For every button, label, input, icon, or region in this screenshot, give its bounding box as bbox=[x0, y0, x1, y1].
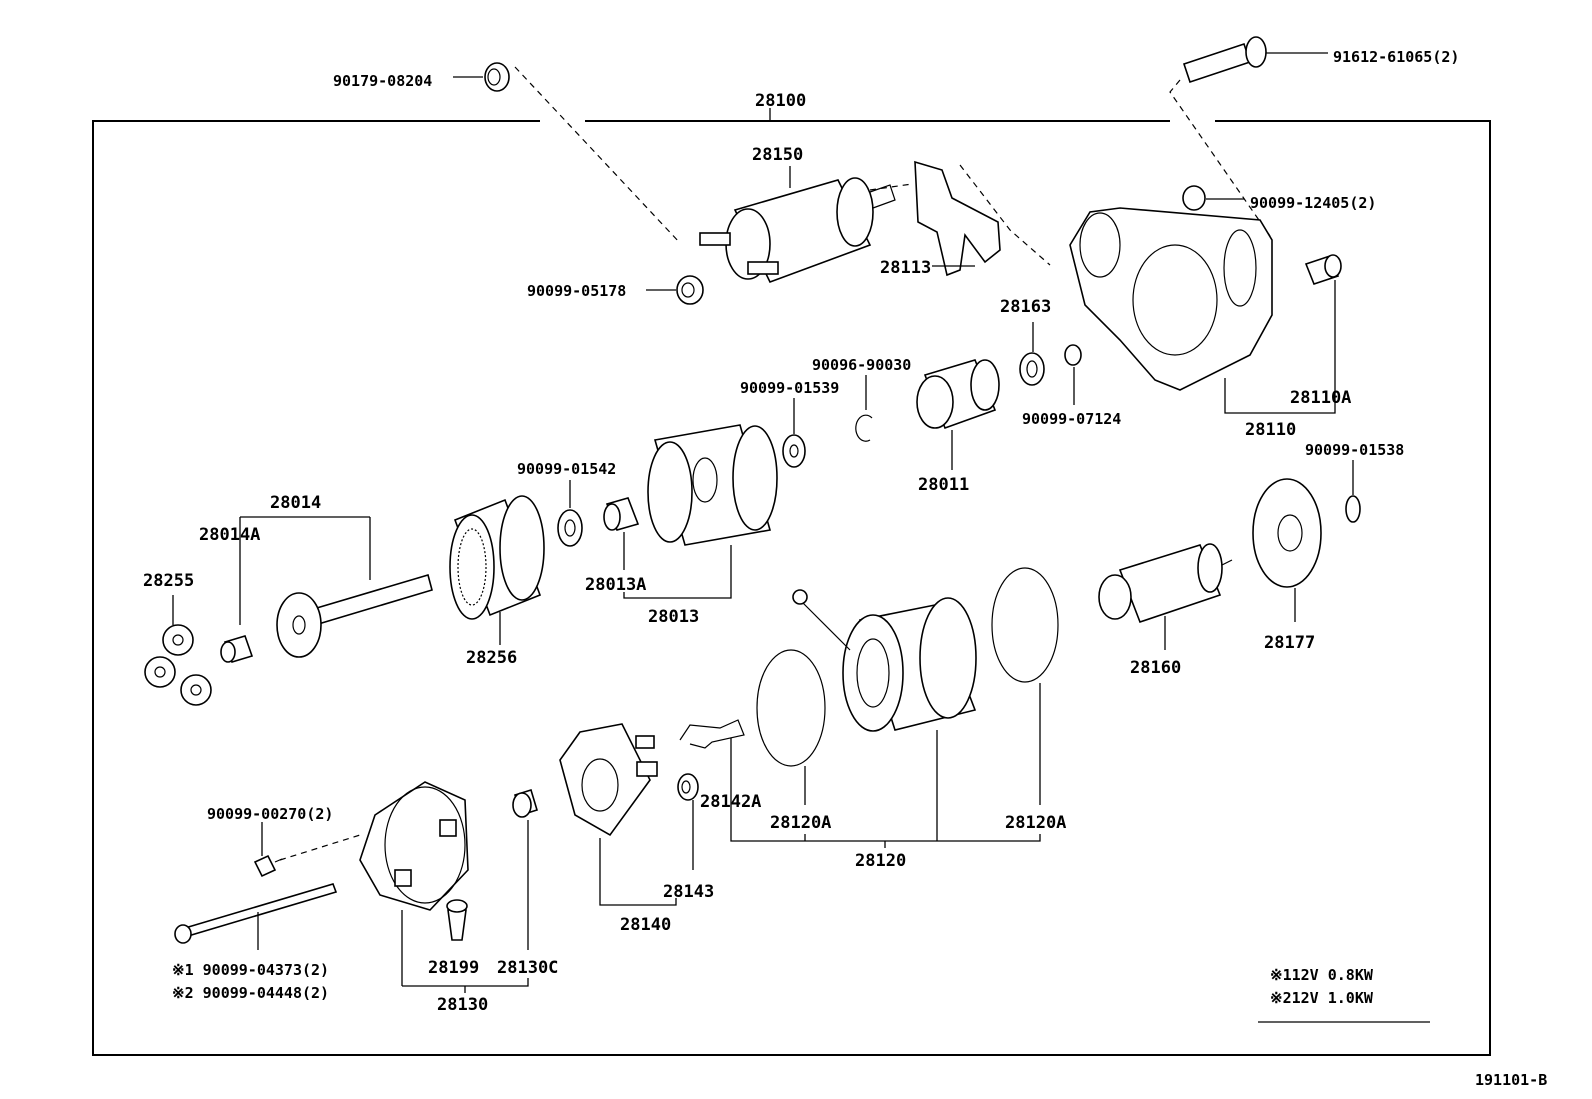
label-28113: 28113 bbox=[880, 258, 931, 278]
label-28120: 28120 bbox=[855, 851, 906, 871]
clutch-28011 bbox=[916, 359, 1000, 470]
bolt-91612-61065 bbox=[1182, 36, 1328, 84]
internal-gear-28256 bbox=[449, 495, 545, 645]
spring-28143 bbox=[677, 773, 699, 870]
label-28150: 28150 bbox=[752, 145, 803, 165]
armature-28160 bbox=[1098, 543, 1233, 650]
assembly-frame bbox=[92, 120, 1491, 1056]
solenoid-28150 bbox=[699, 166, 896, 284]
label-90099-04448: ※2 90099-04448(2) bbox=[172, 984, 329, 1002]
label-28013: 28013 bbox=[648, 607, 699, 627]
label-28014: 28014 bbox=[270, 493, 321, 513]
label-28177: 28177 bbox=[1264, 633, 1315, 653]
label-90099-05178: 90099-05178 bbox=[527, 282, 626, 300]
snap-ring-90099-07124 bbox=[1064, 344, 1082, 405]
label-28143: 28143 bbox=[663, 882, 714, 902]
brush-holder-28140 bbox=[559, 723, 677, 906]
washer-90099-01539 bbox=[782, 398, 806, 468]
yoke-28120 bbox=[792, 589, 977, 732]
label-90099-01538: 90099-01538 bbox=[1305, 441, 1404, 459]
diagram-id: 191101-B bbox=[1475, 1071, 1547, 1089]
label-28199: 28199 bbox=[428, 958, 479, 978]
label-28140: 28140 bbox=[620, 915, 671, 935]
bushing-28014A bbox=[220, 635, 254, 663]
nut-90099-05178 bbox=[646, 275, 704, 305]
label-28163: 28163 bbox=[1000, 297, 1051, 317]
clip-90096-90030 bbox=[855, 375, 873, 442]
washer-90099-01538 bbox=[1345, 460, 1361, 523]
screw-90099-00270 bbox=[253, 822, 283, 878]
housing-28110 bbox=[1069, 207, 1336, 414]
plate-28177 bbox=[1252, 478, 1322, 622]
nut-90099-12405 bbox=[1182, 185, 1244, 211]
label-90179-08204: 90179-08204 bbox=[333, 72, 432, 90]
case-28013 bbox=[647, 424, 778, 546]
lever-28113 bbox=[914, 160, 1001, 277]
label-90099-00270: 90099-00270(2) bbox=[207, 805, 333, 823]
assembly-number: 28100 bbox=[755, 91, 806, 111]
note-2: ※212V 1.0KW bbox=[1270, 989, 1374, 1007]
label-28142A: 28142A bbox=[700, 792, 761, 812]
o-ring-28120A-right bbox=[991, 567, 1059, 805]
note-1: ※112V 0.8KW bbox=[1270, 966, 1374, 984]
shaft-28014 bbox=[239, 516, 433, 658]
o-ring-28120A-left bbox=[756, 649, 826, 805]
planetary-gears-28255 bbox=[144, 595, 212, 706]
voltage-notes: ※112V 0.8KW ※212V 1.0KW bbox=[1258, 966, 1430, 1023]
label-28256: 28256 bbox=[466, 648, 517, 668]
label-28011: 28011 bbox=[918, 475, 969, 495]
label-28130C: 28130C bbox=[497, 958, 558, 978]
label-90096-90030: 90096-90030 bbox=[812, 356, 911, 374]
label-28013A: 28013A bbox=[585, 575, 646, 595]
label-28120A-right: 28120A bbox=[1005, 813, 1066, 833]
clip-28142A bbox=[679, 719, 745, 749]
through-bolt-90099-04373 bbox=[174, 883, 338, 950]
label-28160: 28160 bbox=[1130, 658, 1181, 678]
bushing-28163 bbox=[1019, 322, 1045, 386]
label-91612-61065: 91612-61065(2) bbox=[1333, 48, 1459, 66]
label-28110A: 28110A bbox=[1290, 388, 1351, 408]
bushing-28110A bbox=[1304, 254, 1342, 285]
label-28014A: 28014A bbox=[199, 525, 260, 545]
label-28110: 28110 bbox=[1245, 420, 1296, 440]
bushing-28130C bbox=[512, 788, 538, 950]
label-28120A-left: 28120A bbox=[770, 813, 831, 833]
label-90099-07124: 90099-07124 bbox=[1022, 410, 1121, 428]
nut-90179-08204 bbox=[453, 62, 510, 92]
label-90099-01542: 90099-01542 bbox=[517, 460, 616, 478]
bolt-28199 bbox=[446, 899, 468, 941]
washer-90099-01542 bbox=[557, 480, 583, 547]
label-90099-01539: 90099-01539 bbox=[740, 379, 839, 397]
bushing-28013A bbox=[603, 497, 640, 570]
label-90099-04373: ※1 90099-04373(2) bbox=[172, 961, 329, 979]
end-frame-28130 bbox=[359, 781, 469, 986]
label-90099-12405: 90099-12405(2) bbox=[1250, 194, 1376, 212]
label-28130: 28130 bbox=[437, 995, 488, 1015]
label-28255: 28255 bbox=[143, 571, 194, 591]
